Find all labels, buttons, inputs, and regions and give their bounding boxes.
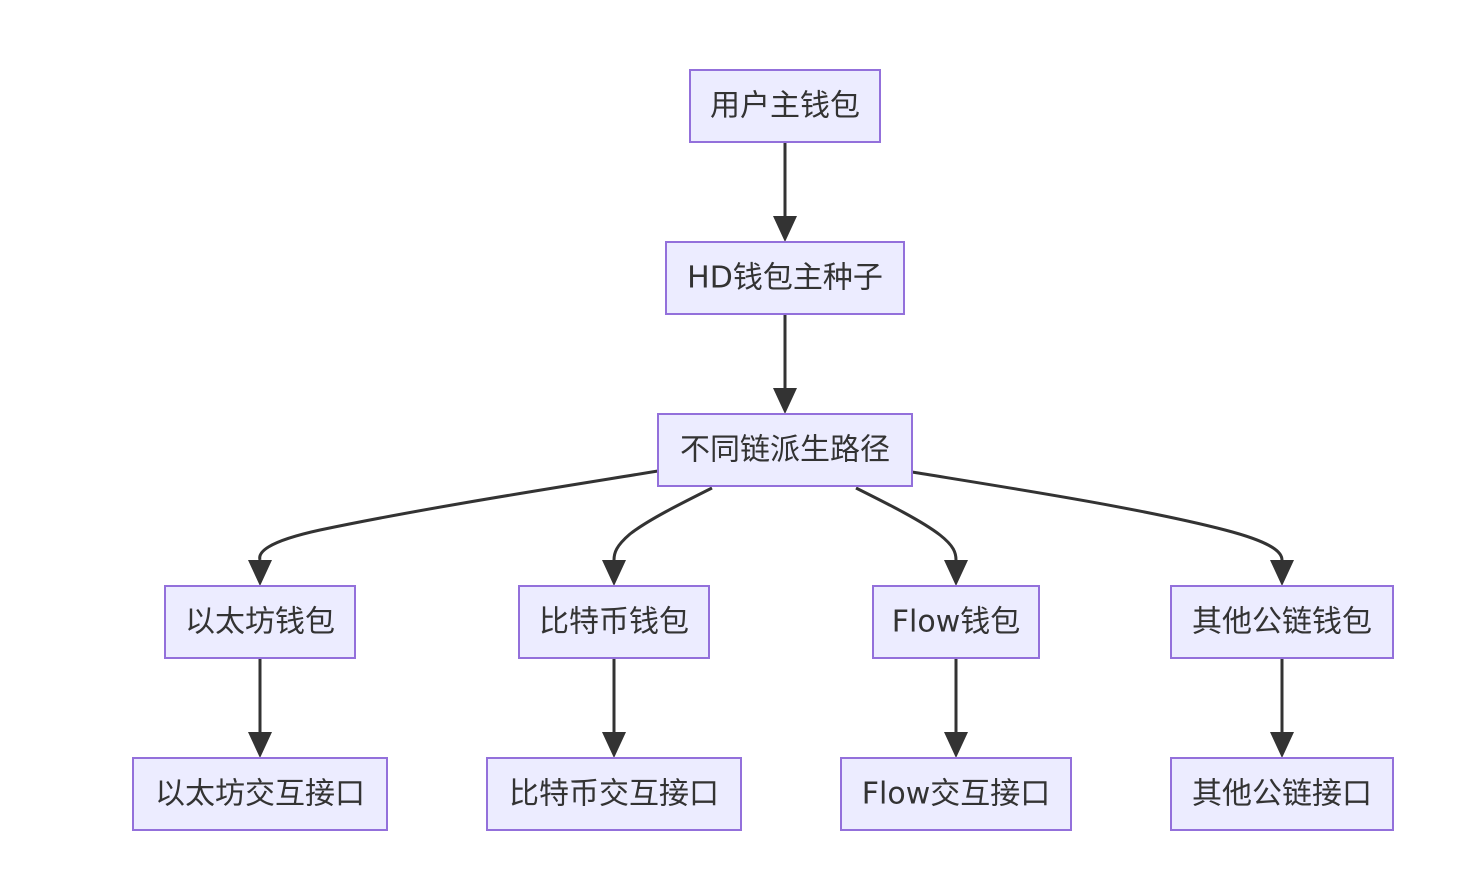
arrowhead-icon <box>773 388 797 414</box>
arrowhead-icon <box>773 216 797 242</box>
node-flow-wallet: Flow钱包 <box>872 585 1040 659</box>
arrowhead-icon <box>944 560 968 586</box>
edge-chain-derivation-paths-to-flow-wallet <box>855 486 958 561</box>
node-user-main-wallet: 用户主钱包 <box>689 69 881 143</box>
arrowhead-icon <box>602 560 626 586</box>
node-label: HD钱包主种子 <box>687 261 883 296</box>
arrowhead-icon <box>248 732 272 758</box>
arrowhead-icon <box>944 732 968 758</box>
node-other-chain-interface: 其他公链接口 <box>1170 757 1394 831</box>
node-flow-interface: Flow交互接口 <box>840 757 1072 831</box>
node-label: Flow钱包 <box>892 605 1020 640</box>
node-eth-wallet: 以太坊钱包 <box>164 585 356 659</box>
edge-chain-derivation-paths-to-eth-wallet <box>258 469 659 561</box>
node-label: 比特币钱包 <box>539 605 689 640</box>
node-label: 用户主钱包 <box>710 89 860 124</box>
node-label: 比特币交互接口 <box>509 777 719 812</box>
node-eth-interface: 以太坊交互接口 <box>132 757 388 831</box>
node-btc-wallet: 比特币钱包 <box>518 585 710 659</box>
arrowhead-icon <box>602 732 626 758</box>
edges <box>248 142 1294 758</box>
node-label: Flow交互接口 <box>862 777 1050 812</box>
node-btc-interface: 比特币交互接口 <box>486 757 742 831</box>
arrowhead-icon <box>1270 560 1294 586</box>
edge-chain-derivation-paths-to-btc-wallet <box>612 486 713 561</box>
arrowhead-icon <box>248 560 272 586</box>
node-label: 以太坊钱包 <box>185 605 335 640</box>
edge-chain-derivation-paths-to-other-chain-wallet <box>911 470 1284 561</box>
node-label: 不同链派生路径 <box>680 433 890 468</box>
node-label: 其他公链钱包 <box>1192 605 1372 640</box>
node-hd-master-seed: HD钱包主种子 <box>665 241 905 315</box>
node-label: 其他公链接口 <box>1192 777 1372 812</box>
node-chain-derivation-paths: 不同链派生路径 <box>657 413 913 487</box>
node-other-chain-wallet: 其他公链钱包 <box>1170 585 1394 659</box>
arrowhead-icon <box>1270 732 1294 758</box>
node-label: 以太坊交互接口 <box>155 777 365 812</box>
